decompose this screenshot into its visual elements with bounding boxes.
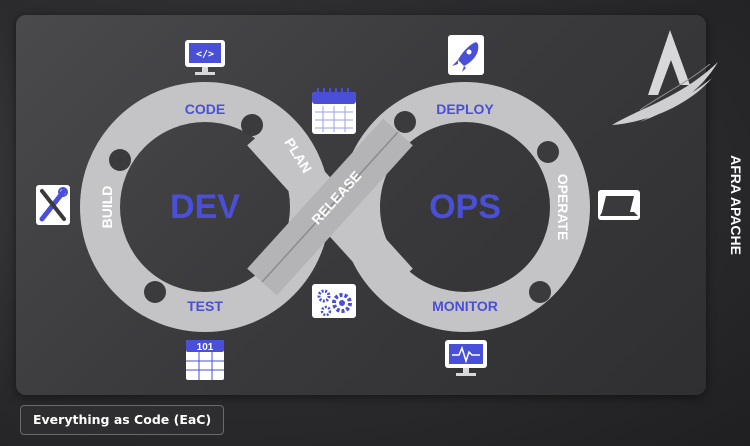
stage-code: CODE bbox=[185, 101, 225, 117]
svg-text:</>: </> bbox=[196, 49, 214, 60]
stage-test: TEST bbox=[187, 298, 223, 314]
stage-monitor: MONITOR bbox=[432, 298, 498, 314]
tools-icon bbox=[36, 185, 70, 225]
table-101-icon: 101 bbox=[186, 340, 224, 380]
brand-name: AFRA APACHE bbox=[728, 155, 744, 255]
stage-deploy: DEPLOY bbox=[436, 101, 494, 117]
gears-icon bbox=[312, 284, 356, 318]
calendar-icon bbox=[312, 88, 356, 134]
dev-label: DEV bbox=[170, 188, 240, 226]
ops-label: OPS bbox=[429, 188, 501, 226]
table-101-text: 101 bbox=[197, 342, 214, 353]
stage-operate: OPERATE bbox=[555, 174, 571, 241]
infinity-crossing bbox=[247, 118, 413, 296]
brand-vertical-label: AFRA APACHE bbox=[715, 95, 745, 315]
brand-logo bbox=[612, 30, 718, 125]
stage-build: BUILD bbox=[99, 186, 115, 229]
hexagon-texture bbox=[430, 120, 750, 446]
pulse-monitor-icon bbox=[445, 340, 487, 376]
code-monitor-icon: </> bbox=[185, 40, 225, 75]
laptop-icon bbox=[598, 190, 640, 220]
footer-caption: Everything as Code (EaC) bbox=[20, 405, 225, 435]
right-loop bbox=[340, 82, 590, 332]
rocket-icon bbox=[448, 35, 484, 75]
